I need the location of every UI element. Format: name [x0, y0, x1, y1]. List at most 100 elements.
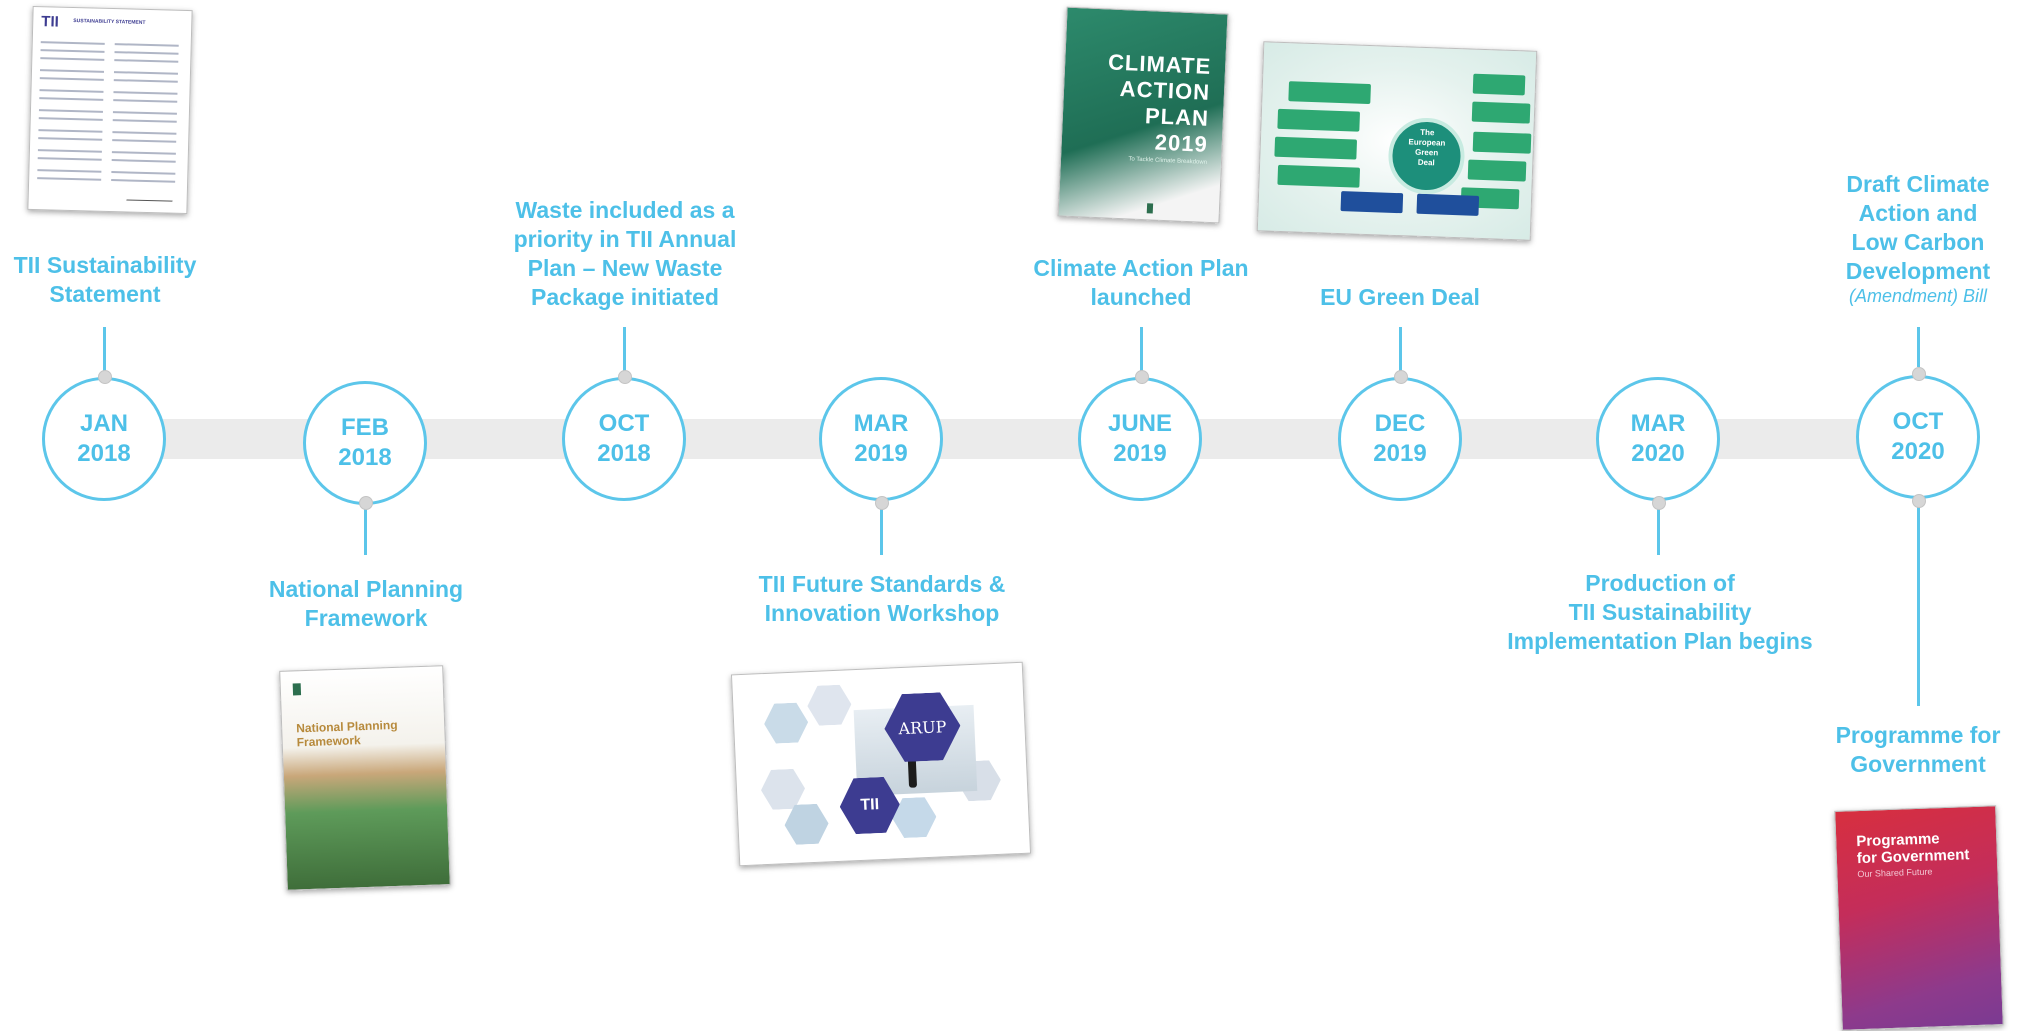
text-line	[113, 71, 178, 75]
future-standards-thumbnail: ARUP TII	[730, 661, 1032, 867]
event-line: Statement	[49, 281, 161, 307]
workshop-hex	[784, 803, 830, 845]
milestone-month: JUNE	[1107, 410, 1173, 437]
stem	[880, 508, 883, 555]
cover-title-line: for Government	[1856, 846, 1970, 868]
connector-dot	[1912, 367, 1926, 381]
connector-dot	[1394, 370, 1408, 384]
event-line: Implementation Plan begins	[1507, 628, 1813, 654]
cover-title-line: 2019	[1154, 129, 1209, 157]
event-line: Framework	[304, 605, 428, 631]
text-line	[114, 43, 179, 47]
connector-dot	[98, 370, 112, 384]
event-line: Government	[1850, 751, 1986, 777]
event-line: Action and	[1858, 200, 1978, 226]
event-line: National Planning	[268, 576, 464, 602]
text-line	[39, 77, 104, 81]
text-line	[39, 97, 104, 101]
eu-green-deal-thumbnail: The European Green Deal	[1256, 41, 1538, 241]
event-subline: (Amendment) Bill	[1848, 286, 1988, 306]
milestone-year: 2020	[1631, 440, 1685, 467]
event-draft-climate-bill: Draft Climate Action and Low Carbon Deve…	[1818, 170, 2018, 306]
signature	[126, 187, 178, 202]
event-line: TII Sustainability	[1568, 599, 1752, 625]
text-line	[112, 111, 177, 115]
stem	[1917, 327, 1920, 367]
milestone-month: MAR	[1630, 410, 1686, 437]
event-programme-for-government: Programme for Government	[1818, 721, 2018, 779]
milestone-june-2019: JUNE 2019	[1078, 377, 1202, 501]
text-line	[40, 57, 105, 61]
text-line	[38, 137, 103, 141]
text-line	[112, 131, 177, 135]
milestone-month: MAR	[853, 410, 909, 437]
milestone-dec-2019: DEC 2019	[1338, 377, 1462, 501]
text-line	[37, 177, 102, 181]
text-line	[114, 51, 179, 55]
stem	[1917, 506, 1920, 706]
milestone-month: JAN	[79, 410, 128, 437]
text-line	[112, 119, 177, 123]
milestone-year: 2018	[597, 440, 651, 467]
green-deal-box	[1416, 193, 1480, 216]
event-climate-action-plan: Climate Action Plan launched	[981, 254, 1301, 312]
stem	[364, 508, 367, 555]
workshop-hex	[807, 684, 853, 726]
milestone-year: 2019	[1373, 440, 1427, 467]
event-line: Production of	[1585, 570, 1735, 596]
text-line	[37, 169, 102, 173]
stem	[1140, 327, 1143, 374]
event-eu-green-deal: EU Green Deal	[1240, 283, 1560, 312]
connector-dot	[1135, 370, 1149, 384]
event-tii-sustainability-statement: TII Sustainability Statement	[0, 251, 265, 309]
green-deal-box	[1472, 131, 1532, 154]
tii-logo: TII	[41, 13, 60, 31]
document-title: SUSTAINABILITY STATEMENT	[73, 18, 146, 26]
milestone-year: 2019	[1113, 440, 1167, 467]
milestone-month: DEC	[1374, 410, 1426, 437]
milestone-year: 2020	[1891, 438, 1945, 465]
event-national-planning-framework: National Planning Framework	[206, 575, 526, 633]
connector-dot	[359, 496, 373, 510]
green-deal-core-label: The European Green Deal	[1392, 127, 1461, 169]
text-line	[113, 91, 178, 95]
event-line: Innovation Workshop	[764, 600, 1000, 626]
connector-dot	[1912, 494, 1926, 508]
text-line	[39, 89, 104, 93]
event-line: EU Green Deal	[1320, 284, 1480, 310]
event-implementation-plan: Production of TII Sustainability Impleme…	[1480, 569, 1840, 656]
event-line: TII Future Standards &	[758, 571, 1006, 597]
event-line: Package initiated	[531, 284, 719, 310]
green-deal-box	[1467, 159, 1527, 182]
event-line: Climate Action Plan	[1033, 255, 1249, 281]
green-deal-box	[1277, 164, 1361, 188]
cover-title-line: Framework	[296, 733, 361, 750]
milestone-year: 2018	[338, 444, 392, 471]
text-line	[40, 41, 105, 45]
event-line: Plan – New Waste	[527, 255, 723, 281]
event-line: Waste included as a	[515, 197, 735, 223]
event-line: Low Carbon	[1851, 229, 1985, 255]
text-line	[113, 99, 178, 103]
text-line	[38, 109, 103, 113]
stem	[103, 327, 106, 374]
harp-logo-icon	[1146, 203, 1154, 214]
green-deal-box	[1277, 108, 1361, 132]
text-line	[111, 171, 176, 175]
connector-dot	[1652, 496, 1666, 510]
stem	[623, 327, 626, 374]
cover-title-line: ACTION	[1119, 75, 1211, 105]
sustainability-statement-thumbnail: TII SUSTAINABILITY STATEMENT	[27, 5, 193, 215]
stem	[1399, 327, 1402, 374]
event-line: priority in TII Annual	[513, 226, 737, 252]
cap-subtitle: To Tackle Climate Breakdown	[1128, 156, 1208, 166]
pfg-cover-subtitle: Our Shared Future	[1857, 866, 1933, 880]
event-line: Development	[1845, 258, 1991, 284]
event-line: Draft Climate	[1846, 171, 1990, 197]
text-line	[114, 59, 179, 63]
